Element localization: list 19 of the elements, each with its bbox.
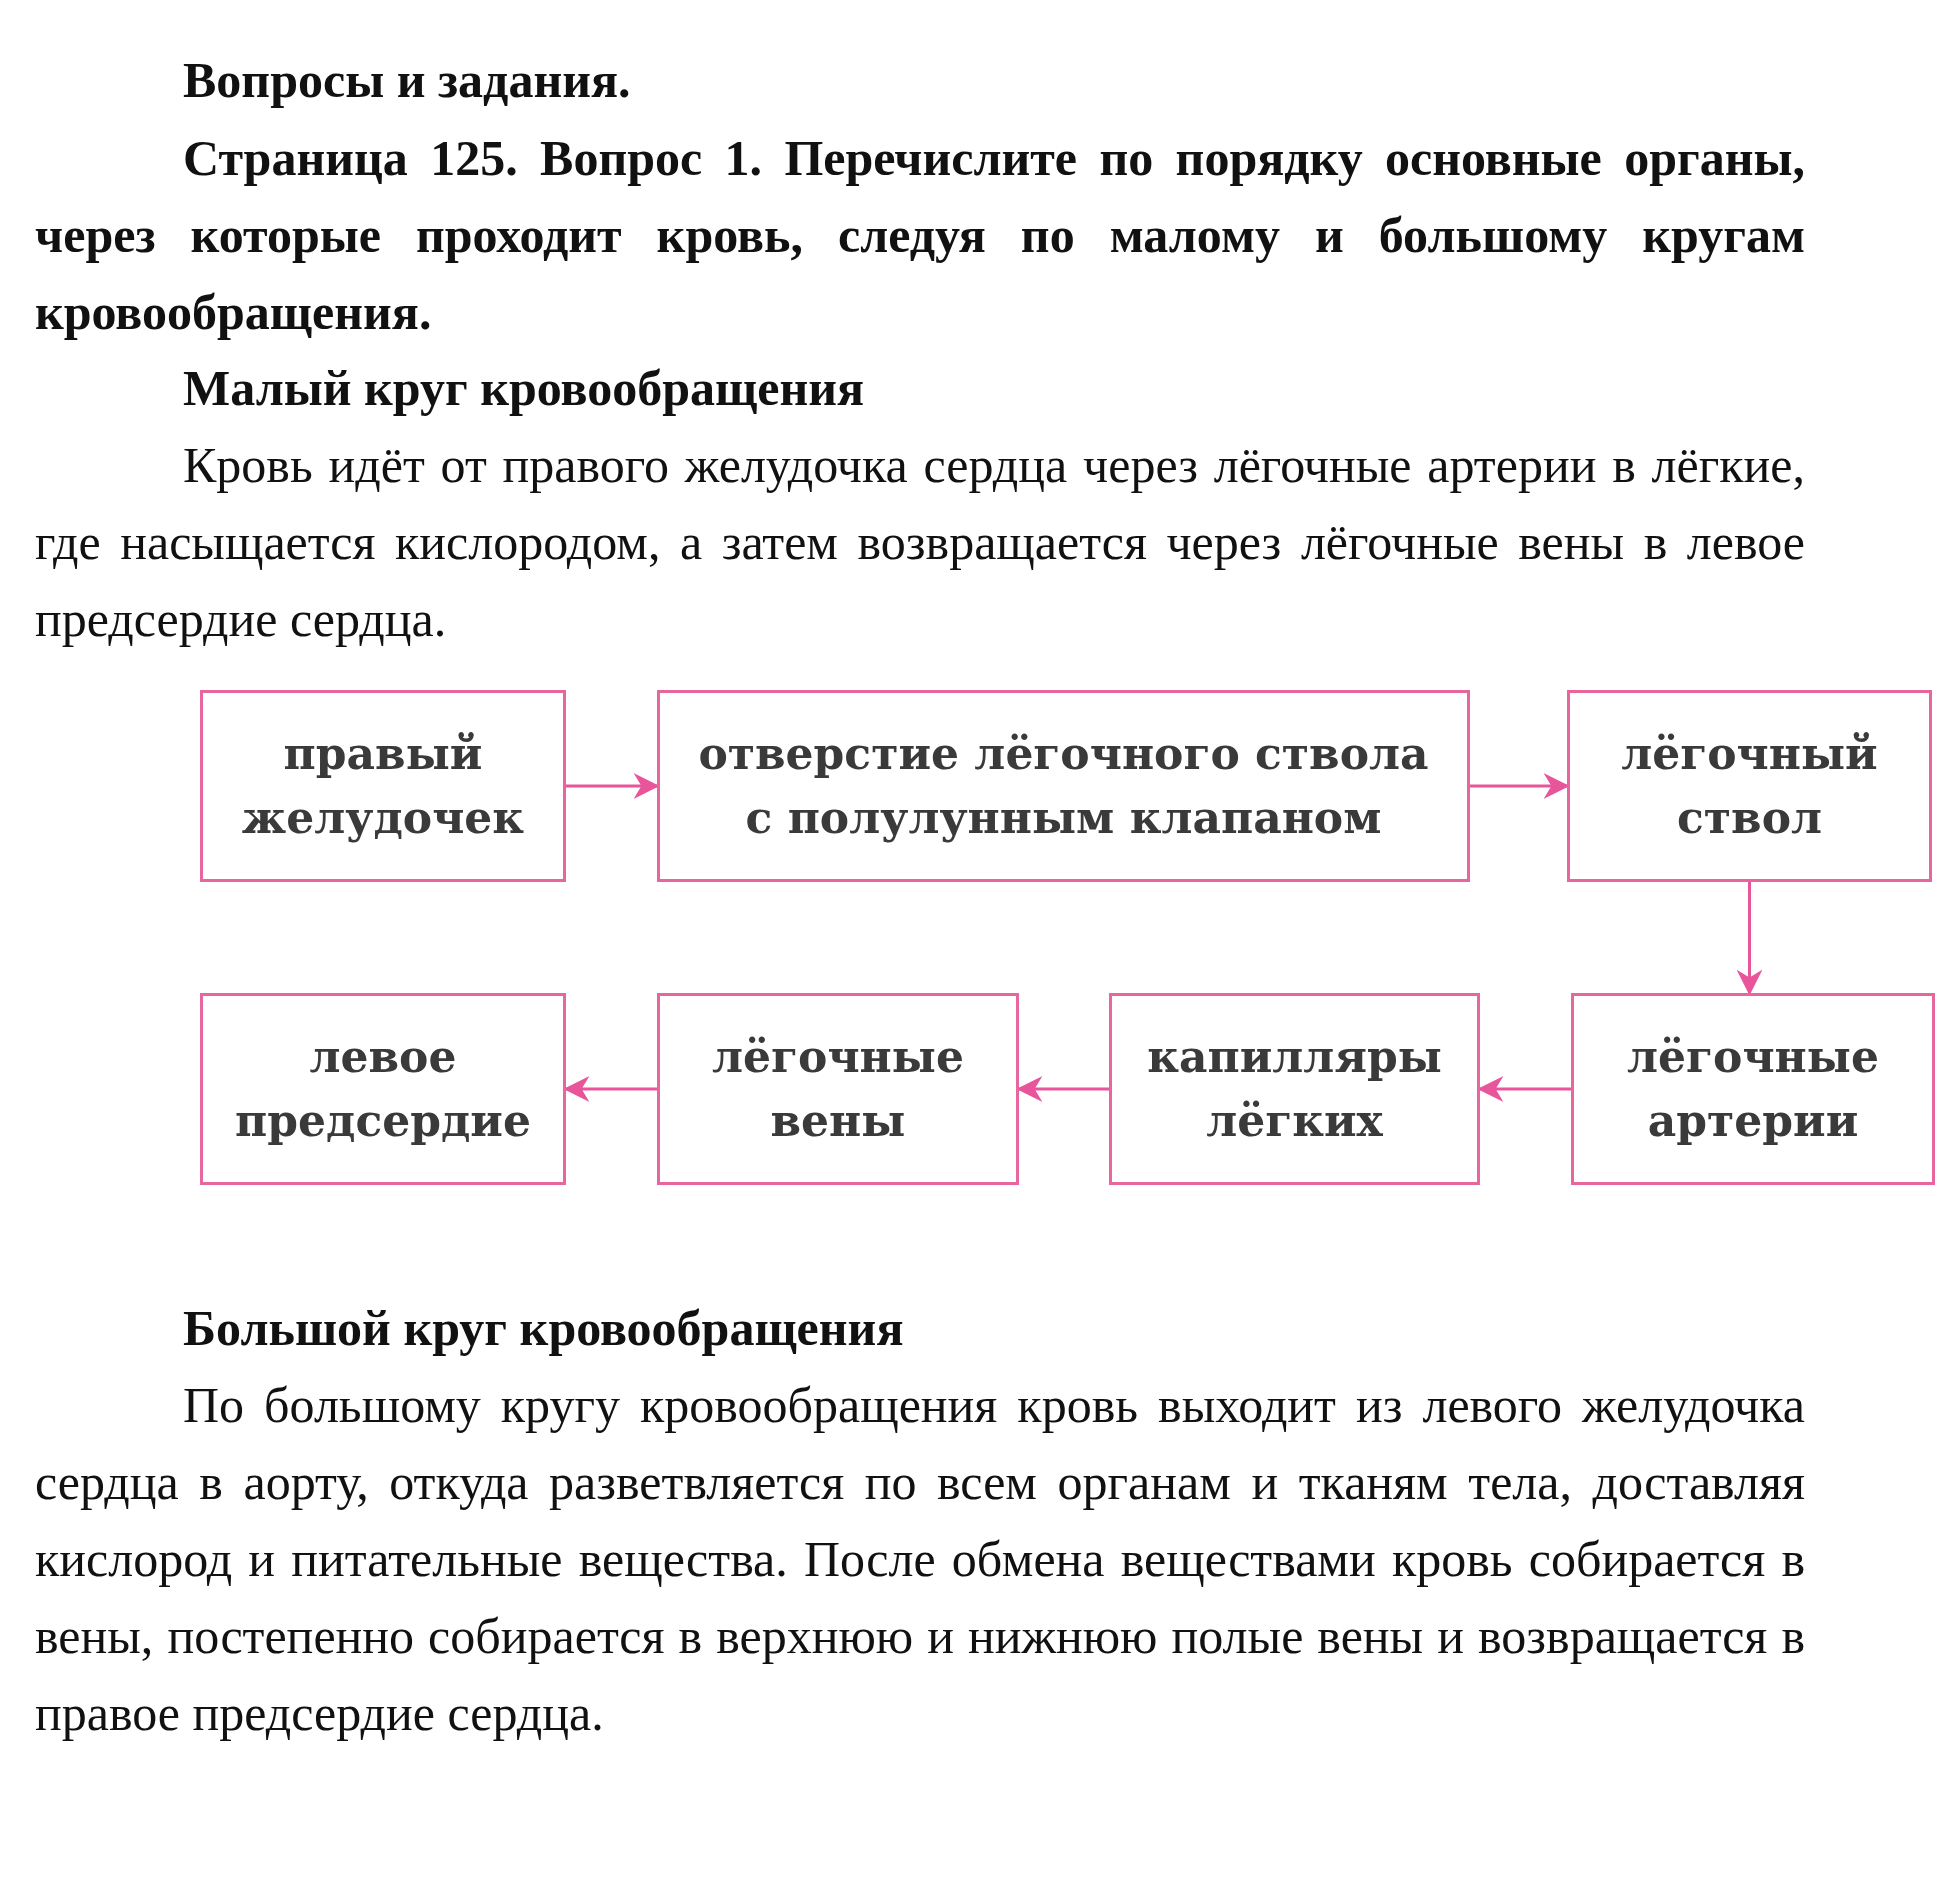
organ-box: левое предсердие bbox=[200, 993, 566, 1185]
arrow bbox=[1016, 1076, 1109, 1102]
arrow bbox=[566, 773, 660, 799]
organ-box: отверстие лёгочного ствола с полулунным клапаном bbox=[657, 690, 1470, 882]
organ-box: лёгочные артерии bbox=[1571, 993, 1935, 1185]
arrow bbox=[563, 1076, 657, 1102]
organ-box: правый желудочек bbox=[200, 690, 566, 882]
organ-box: лёгочный ствол bbox=[1567, 690, 1932, 882]
paragraph: Кровь идёт от правого желудочка сердца через лёгочные артерии в лёгкие, где насыщается кислородом, а затем возвращается через лёгочные вены в левое предсердие сердца. bbox=[35, 436, 1805, 649]
arrow bbox=[1736, 882, 1763, 996]
section-heading: Большой круг кровообращения bbox=[182, 1299, 905, 1358]
paragraph: По большому кругу кровообращения кровь выходит из левого желудочка сердца в аорту, откуда разветвляется по всем органам и тканям тела, доставляя кислород и питательные вещества. После обмена веществами кровь собирается в вены, постепенно собирается в верхнюю и нижнюю полые вены и возвращается в правое предсердие сердца. bbox=[35, 1376, 1805, 1743]
question-text: Страница 125. Вопрос 1. Перечислите по порядку основные органы, через которые проходит кровь, следуя по малому и большому кругам кровообращения. bbox=[35, 129, 1805, 342]
arrow bbox=[1470, 773, 1570, 799]
arrow bbox=[1477, 1076, 1571, 1102]
organ-box: лёгочные вены bbox=[657, 993, 1019, 1185]
heading: Вопросы и задания. bbox=[182, 51, 632, 110]
section-heading: Малый круг кровообращения bbox=[182, 359, 866, 418]
organ-box: капилляры лёгких bbox=[1109, 993, 1480, 1185]
